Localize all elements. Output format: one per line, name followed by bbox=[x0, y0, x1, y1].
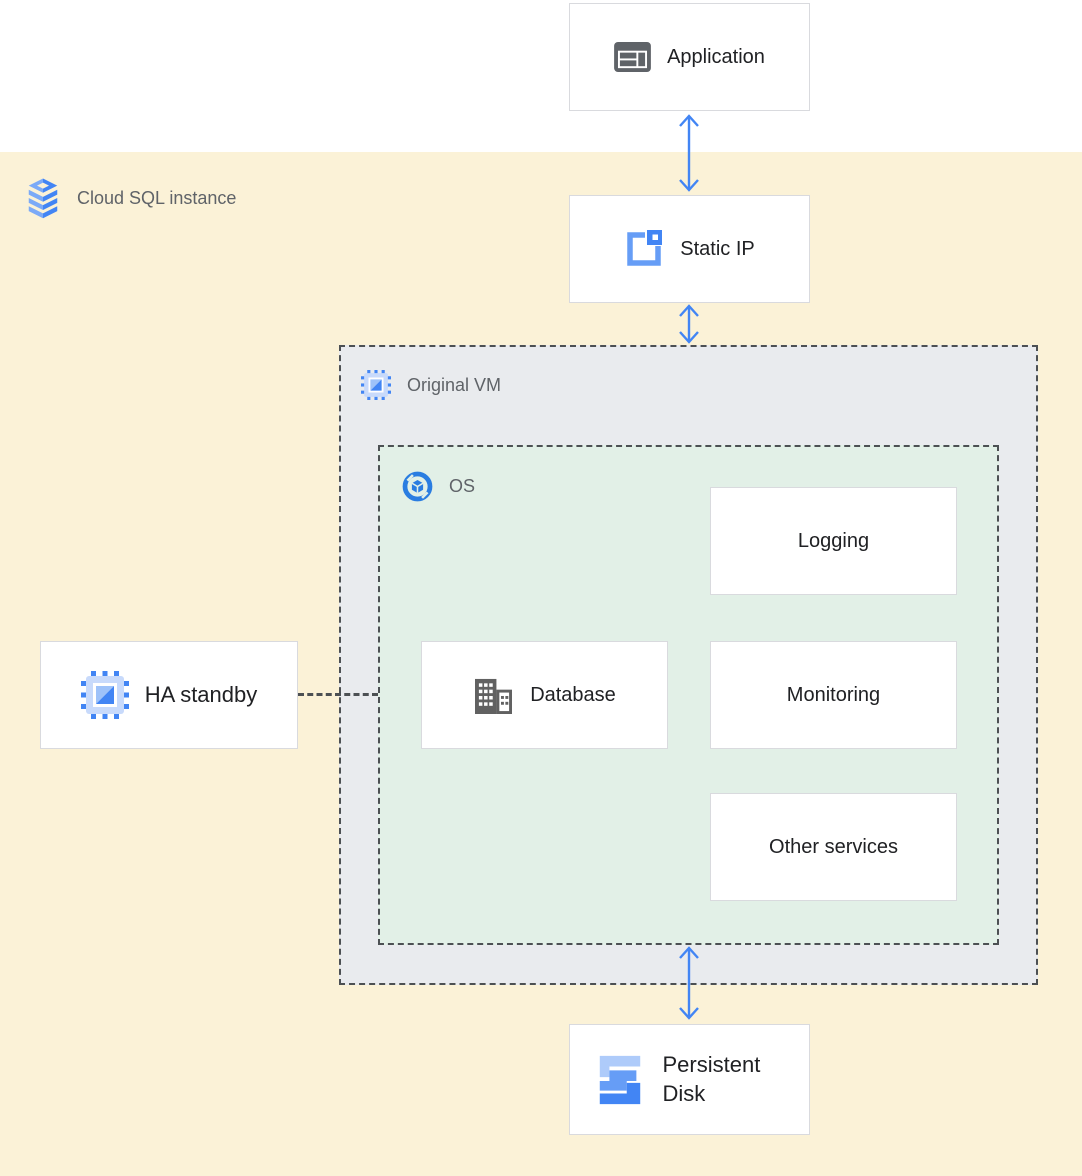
original-vm-label-group: Original VM bbox=[361, 370, 501, 400]
top-white-band bbox=[0, 0, 1082, 152]
original-vm-label: Original VM bbox=[407, 374, 502, 395]
static-ip-label: Static IP bbox=[680, 237, 755, 260]
compute-engine-icon bbox=[80, 671, 129, 719]
external-ip-icon bbox=[627, 230, 663, 266]
datacenter-building-icon bbox=[475, 678, 513, 714]
arrow-staticip-vm bbox=[679, 304, 699, 344]
persistent-disk-label: Persistent Disk bbox=[662, 1051, 761, 1106]
application-window-icon bbox=[614, 42, 651, 72]
cloud-sql-icon bbox=[28, 178, 58, 219]
ha-standby-connector bbox=[298, 693, 378, 696]
cloud-sql-instance-label: Cloud SQL instance bbox=[77, 187, 237, 208]
static-ip-node: Static IP bbox=[569, 195, 810, 303]
application-node: Application bbox=[569, 3, 810, 111]
persistent-disk-icon bbox=[599, 1055, 640, 1104]
other-services-node: Other services bbox=[710, 793, 957, 901]
arrow-os-persistentdisk bbox=[679, 946, 699, 1020]
logging-node: Logging bbox=[710, 487, 957, 595]
persistent-disk-node: Persistent Disk bbox=[569, 1024, 810, 1135]
application-label: Application bbox=[667, 45, 765, 68]
monitoring-node: Monitoring bbox=[710, 641, 957, 749]
database-label: Database bbox=[530, 683, 616, 706]
os-icon bbox=[402, 471, 433, 502]
logging-label: Logging bbox=[797, 529, 870, 552]
other-services-label: Other services bbox=[769, 835, 898, 858]
ha-standby-label: HA standby bbox=[144, 682, 258, 707]
monitoring-label: Monitoring bbox=[786, 683, 881, 706]
database-node: Database bbox=[421, 641, 668, 749]
compute-engine-icon bbox=[361, 370, 391, 400]
ha-standby-node: HA standby bbox=[40, 641, 298, 749]
arrow-application-staticip bbox=[679, 114, 699, 192]
os-label-group: OS bbox=[402, 471, 475, 502]
cloud-sql-instance-label-group: Cloud SQL instance bbox=[25, 177, 236, 219]
os-label: OS bbox=[449, 476, 476, 496]
